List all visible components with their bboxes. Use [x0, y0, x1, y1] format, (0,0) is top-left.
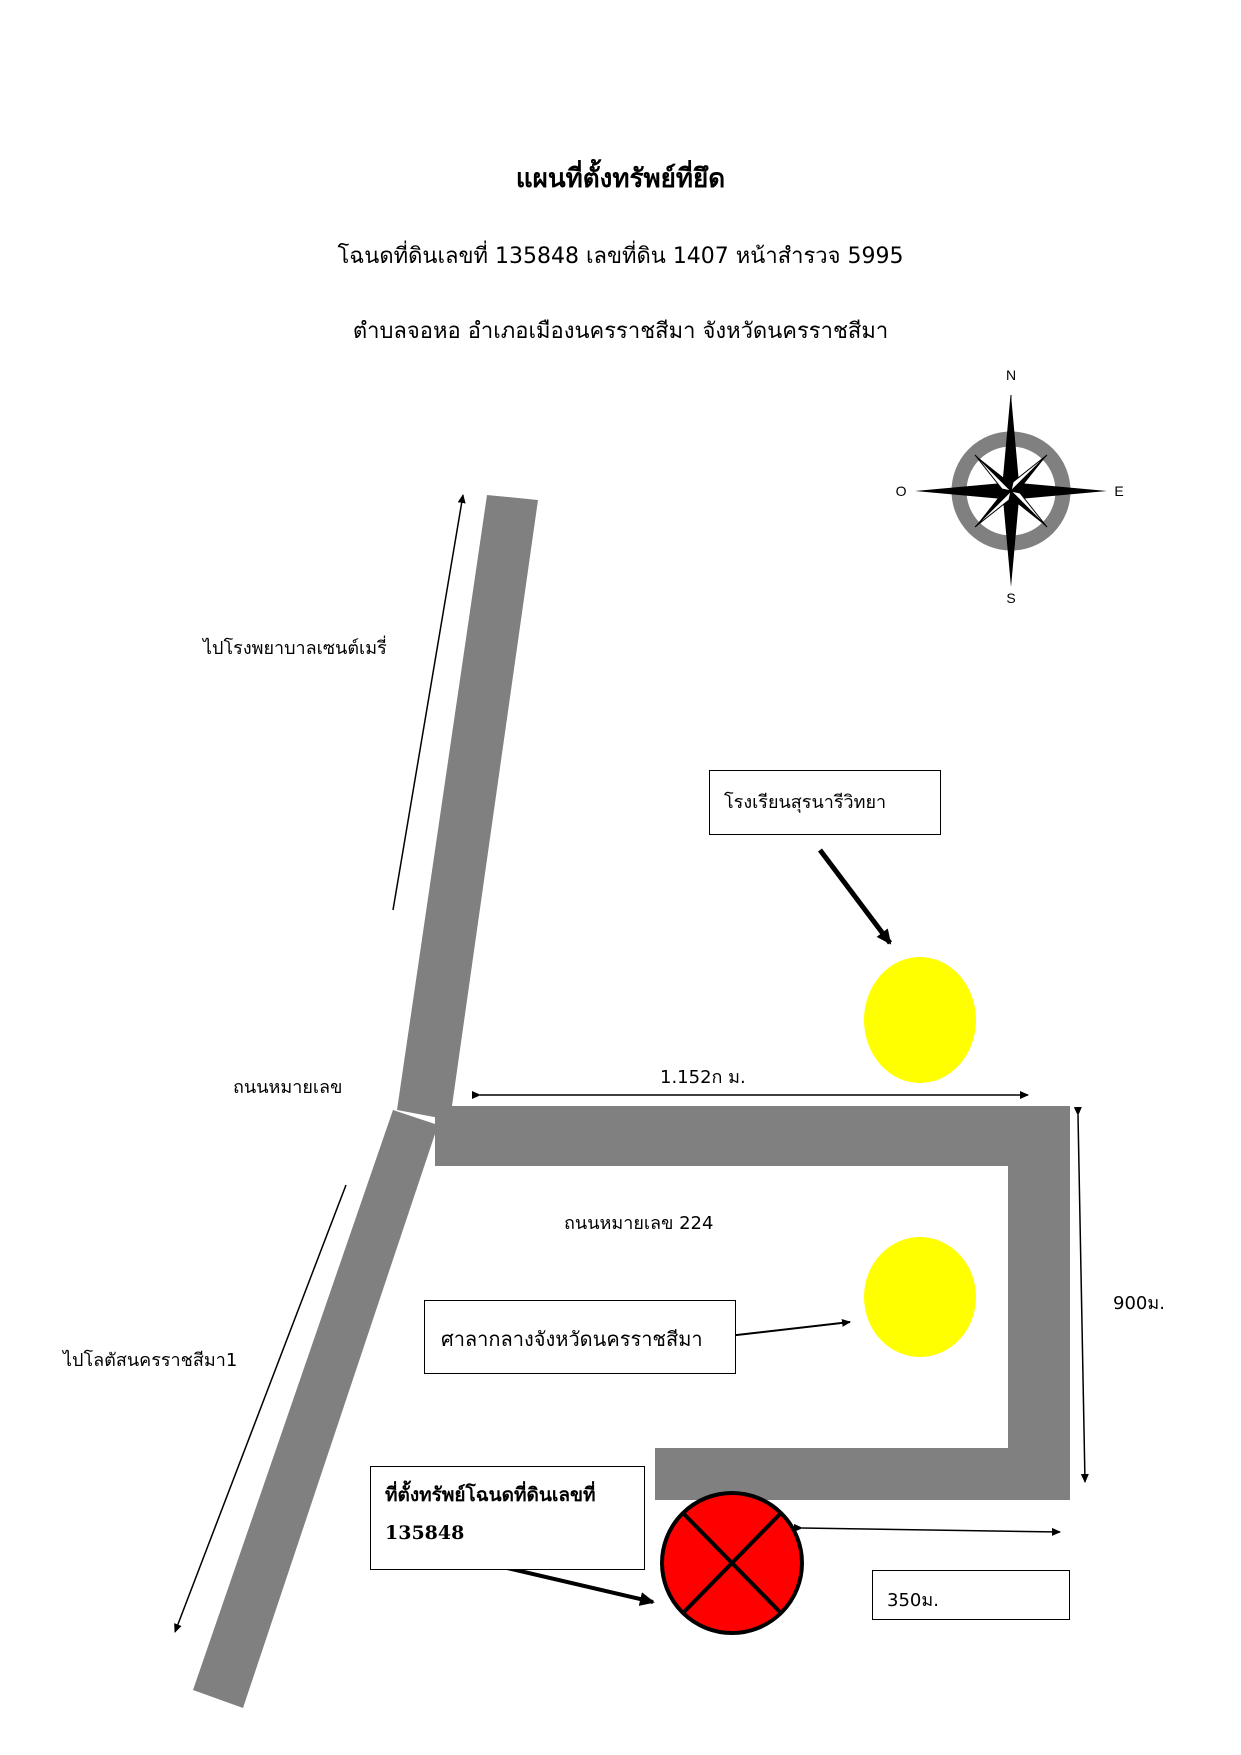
dimension-bottom: [793, 1523, 1061, 1536]
location-info: ตำบลจอหอ อำเภอเมืองนครราชสีมา จังหวัดนคร…: [352, 319, 889, 344]
property-marker: [660, 1491, 804, 1635]
compass-east: E: [1114, 483, 1123, 499]
road-north: [397, 495, 538, 1120]
deed-info: โฉนดที่ดินเลขที่ 135848 เลขที่ดิน 1407 ห…: [337, 244, 904, 269]
road-224-bottom: [655, 1448, 1070, 1500]
school-label: โรงเรียนสุรนารีวิทยา: [724, 792, 887, 813]
arrow-to-lotus: [174, 1184, 347, 1633]
road-224-horizontal: [435, 1106, 1070, 1166]
label-to-lotus: ไปโลตัสนครราชสีมา1: [63, 1350, 238, 1371]
road-224-vertical: [1008, 1106, 1070, 1500]
compass-west: O: [896, 483, 907, 499]
arrow-to-hospital: [392, 494, 466, 911]
label-distance-right: 900ม.: [1113, 1293, 1165, 1314]
property-box: ที่ตั้งทรัพย์โฉนดที่ดินเลขที่ 135848: [370, 1466, 645, 1570]
city-hall-marker: [864, 1237, 976, 1357]
label-road-main: ถนนหมายเลข: [233, 1077, 343, 1098]
map-title: แผนที่ตั้งทรัพย์ที่ยึด: [515, 164, 726, 194]
road-south: [193, 1110, 438, 1708]
arrow-city-hall: [727, 1318, 851, 1337]
arrow-school: [818, 848, 892, 945]
compass-south: S: [1006, 590, 1015, 606]
city-hall-box: ศาลากลางจังหวัดนครราชสีมา: [424, 1300, 736, 1374]
label-to-hospital: ไปโรงพยาบาลเซนต์เมรี่: [203, 638, 387, 659]
school-marker: [864, 957, 976, 1083]
compass-rose-icon: N S E O: [896, 367, 1124, 606]
property-label-line2: 135848: [385, 1522, 465, 1544]
label-road-224: ถนนหมายเลข 224: [564, 1213, 714, 1234]
property-label-line1: ที่ตั้งทรัพย์โฉนดที่ดินเลขที่: [385, 1484, 596, 1506]
city-hall-label: ศาลากลางจังหวัดนครราชสีมา: [441, 1327, 703, 1351]
arrow-property: [506, 1566, 655, 1606]
roads: [193, 495, 1070, 1708]
label-distance-bottom: 350ม.: [887, 1590, 939, 1611]
distance-bottom-box: 350ม.: [872, 1570, 1070, 1620]
label-distance-top: 1.152ก ม.: [660, 1067, 746, 1088]
school-box: โรงเรียนสุรนารีวิทยา: [709, 770, 941, 835]
compass-north: N: [1006, 367, 1016, 383]
dimension-right: [1073, 1106, 1089, 1483]
